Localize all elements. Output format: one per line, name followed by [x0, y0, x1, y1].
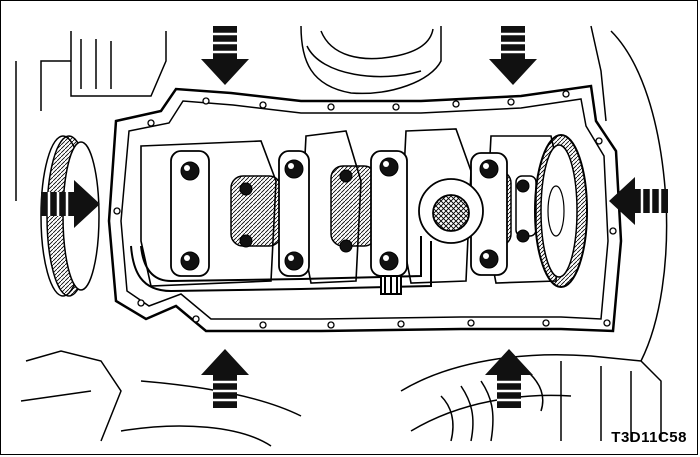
bolt-highlights: [184, 161, 489, 261]
arrow-top-right: [489, 26, 537, 85]
arrow-top-left: [201, 26, 249, 85]
gasket-bolt-holes: [113, 90, 617, 329]
reluctor-wheel: [534, 134, 588, 288]
arrow-bottom-right: [485, 349, 533, 408]
oil-pickup-screen: [418, 178, 484, 244]
arrow-bottom-left: [201, 349, 249, 408]
arrow-left: [41, 180, 100, 228]
oil-pickup-tube: [130, 236, 432, 295]
arrow-right: [609, 177, 668, 225]
figure-code: T3D11C58: [611, 429, 687, 446]
oil-pan-gasket: [107, 84, 623, 333]
